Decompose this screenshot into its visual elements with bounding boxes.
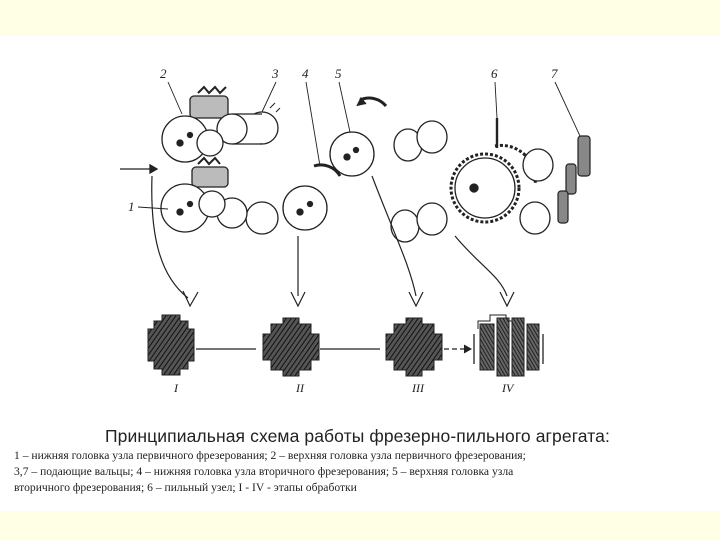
primary-milling-unit [120,87,280,234]
stage-label-4: IV [501,381,515,395]
caption-title: Принципиальная схема работы фрезерно-пил… [105,426,665,447]
caption-line-3: вторичного фрезерования; 6 – пильный узе… [14,480,704,496]
lower-secondary-head [283,165,447,242]
label-3: 3 [271,66,279,81]
secondary-milling-unit [283,98,447,242]
label-5: 5 [335,66,342,81]
stage-labels: I II III IV [173,381,515,395]
feed-rollers-7 [558,136,590,223]
label-6: 6 [491,66,498,81]
caption-line-2: 3,7 – подающие вальцы; 4 – нижняя головк… [14,464,704,480]
stage-label-3: III [411,381,425,395]
stage-label-1: I [173,381,179,395]
stage-sections [148,315,543,376]
stage-4-section [474,315,543,376]
label-7: 7 [551,66,558,81]
feed-rollers-lower [199,191,278,234]
caption-line-1: 1 – нижняя головка узла первичного фрезе… [14,448,704,464]
stage-3-section [386,318,471,376]
label-1: 1 [128,199,135,214]
stage-label-2: II [295,381,305,395]
label-4: 4 [302,66,309,81]
label-2: 2 [160,66,167,81]
upper-secondary-head [330,98,447,176]
slide: 2 3 4 5 6 7 1 I II III IV Принципиальная… [0,36,720,511]
caption-body: 1 – нижняя головка узла первичного фрезе… [14,448,704,496]
stage-2-section [263,318,380,376]
saw-unit [451,118,553,234]
stage-1-section [148,315,256,375]
